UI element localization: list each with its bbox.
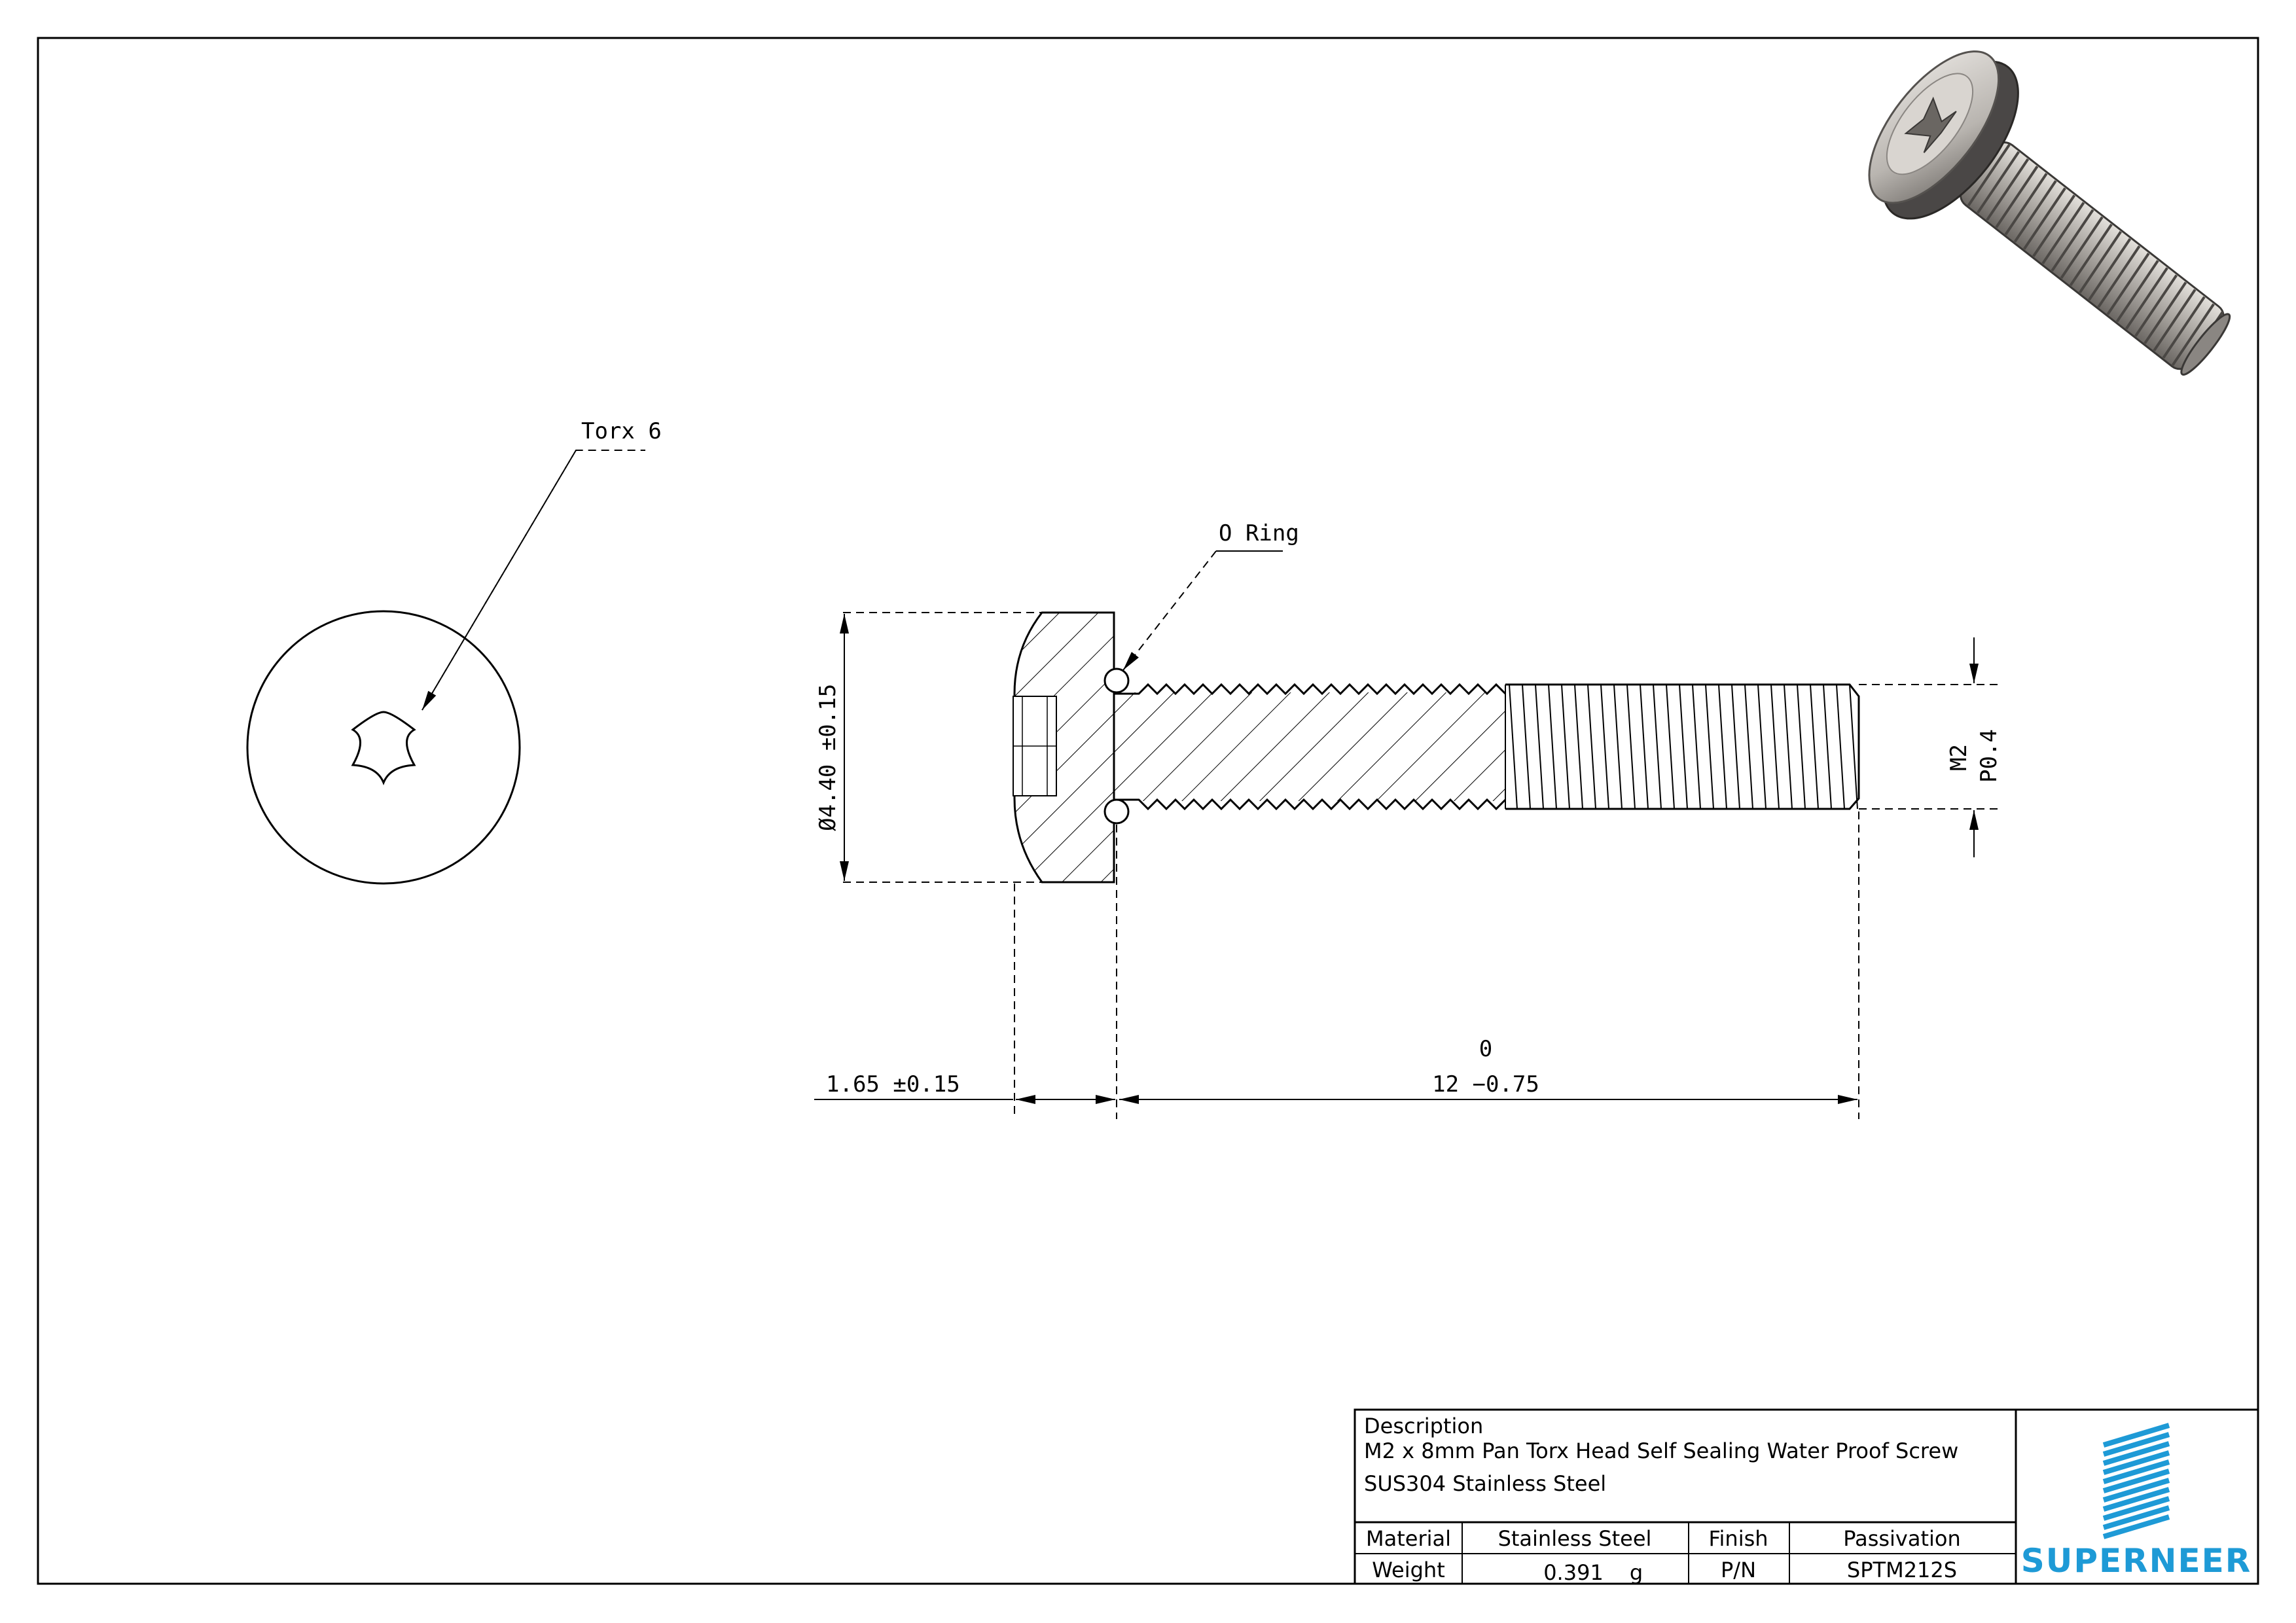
shank-section [1114, 692, 1507, 801]
weight-label: Weight [1372, 1558, 1444, 1582]
thread-top-profile [1114, 683, 1507, 696]
torx-leader [422, 450, 645, 711]
o-ring-top [1103, 668, 1130, 694]
torx-recess [351, 711, 416, 786]
head-height-dim: 1.65 ±0.15 [826, 1071, 960, 1097]
thread-size-dim: M2 [1946, 744, 1972, 771]
part-number-value: SPTM212S [1847, 1558, 1957, 1582]
weight-unit: g [1630, 1560, 1643, 1585]
head-section [1013, 611, 1115, 883]
head-diameter-dim: Ø4.40 ±0.15 [815, 684, 841, 831]
brand-logo-icon [2102, 1423, 2170, 1539]
thread-exterior [1505, 683, 1860, 810]
o-ring-bottom [1103, 798, 1130, 825]
o-ring-callout: O Ring [1219, 520, 1299, 546]
finish-value: Passivation [1843, 1526, 1961, 1551]
sheet-border [37, 37, 2259, 1585]
isometric-screw-picture [1868, 50, 2231, 376]
brand-name: SUPERNEER [2021, 1542, 2252, 1580]
description-line-1: M2 x 8mm Pan Torx Head Self Sealing Wate… [1364, 1438, 1958, 1463]
material-label: Material [1366, 1526, 1451, 1551]
description-line-2: SUS304 Stainless Steel [1364, 1471, 1606, 1496]
thread-bottom-profile [1114, 798, 1507, 811]
torx-callout: Torx 6 [581, 418, 662, 444]
material-value: Stainless Steel [1498, 1526, 1652, 1551]
weight-value: 0.391 [1543, 1560, 1604, 1585]
side-section-view: O Ring Ø4.40 ±0.15 1.65 ±0.15 0 12 −0.75… [814, 520, 2003, 1119]
thread-pitch-dim: P0.4 [1976, 729, 2002, 783]
length-upper-tolerance: 0 [1479, 1036, 1492, 1062]
end-view: Torx 6 [246, 418, 662, 885]
part-number-label: P/N [1721, 1558, 1756, 1582]
finish-label: Finish [1708, 1526, 1768, 1551]
title-block: Description M2 x 8mm Pan Torx Head Self … [1354, 1408, 2259, 1585]
description-label: Description [1364, 1414, 1483, 1438]
length-dim: 12 −0.75 [1432, 1071, 1539, 1097]
o-ring-leader [1122, 550, 1217, 671]
head-outline-circle [246, 610, 521, 885]
